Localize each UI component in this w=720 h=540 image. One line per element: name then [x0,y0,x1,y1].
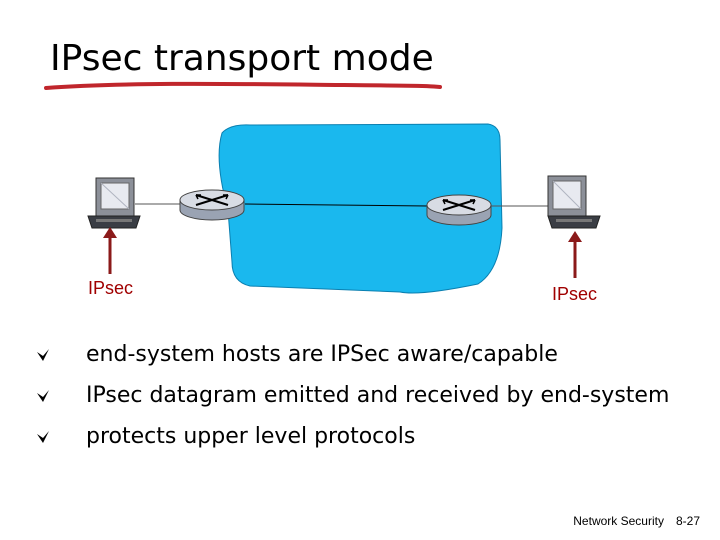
checkmark-bullet-icon [37,349,49,361]
bullet-item: IPsec datagram emitted and received by e… [36,381,669,422]
ipsec-label-left: IPsec [88,278,134,298]
checkmark-bullet-icon [37,390,49,402]
title-underline [44,81,442,90]
router-right [426,194,492,226]
bullet-text: end-system hosts are IPSec aware/capable [86,342,558,367]
router-left [179,189,245,221]
bullet-item: protects upper level protocols [36,422,669,463]
checkmark-bullet-icon [37,431,49,443]
arrow-up-icon-right [568,231,582,278]
ipsec-label-right: IPsec [552,284,598,304]
arrow-up-icon-left [103,227,117,274]
bullet-text: protects upper level protocols [86,424,416,449]
link-router-router [244,203,429,207]
page-title: IPsec transport mode [50,38,434,79]
bullet-text: IPsec datagram emitted and received by e… [86,383,670,408]
bullet-list: end-system hosts are IPSec aware/capable… [36,340,669,463]
computer-icon-left [87,177,141,229]
page-number: 8-27 [675,514,700,528]
bullet-item: end-system hosts are IPSec aware/capable [36,340,669,381]
network-diagram [87,123,601,294]
slide-footer: Network Security 8-27 [561,514,700,528]
footer-section: Network Security [573,514,664,528]
computer-icon-right [547,175,601,229]
